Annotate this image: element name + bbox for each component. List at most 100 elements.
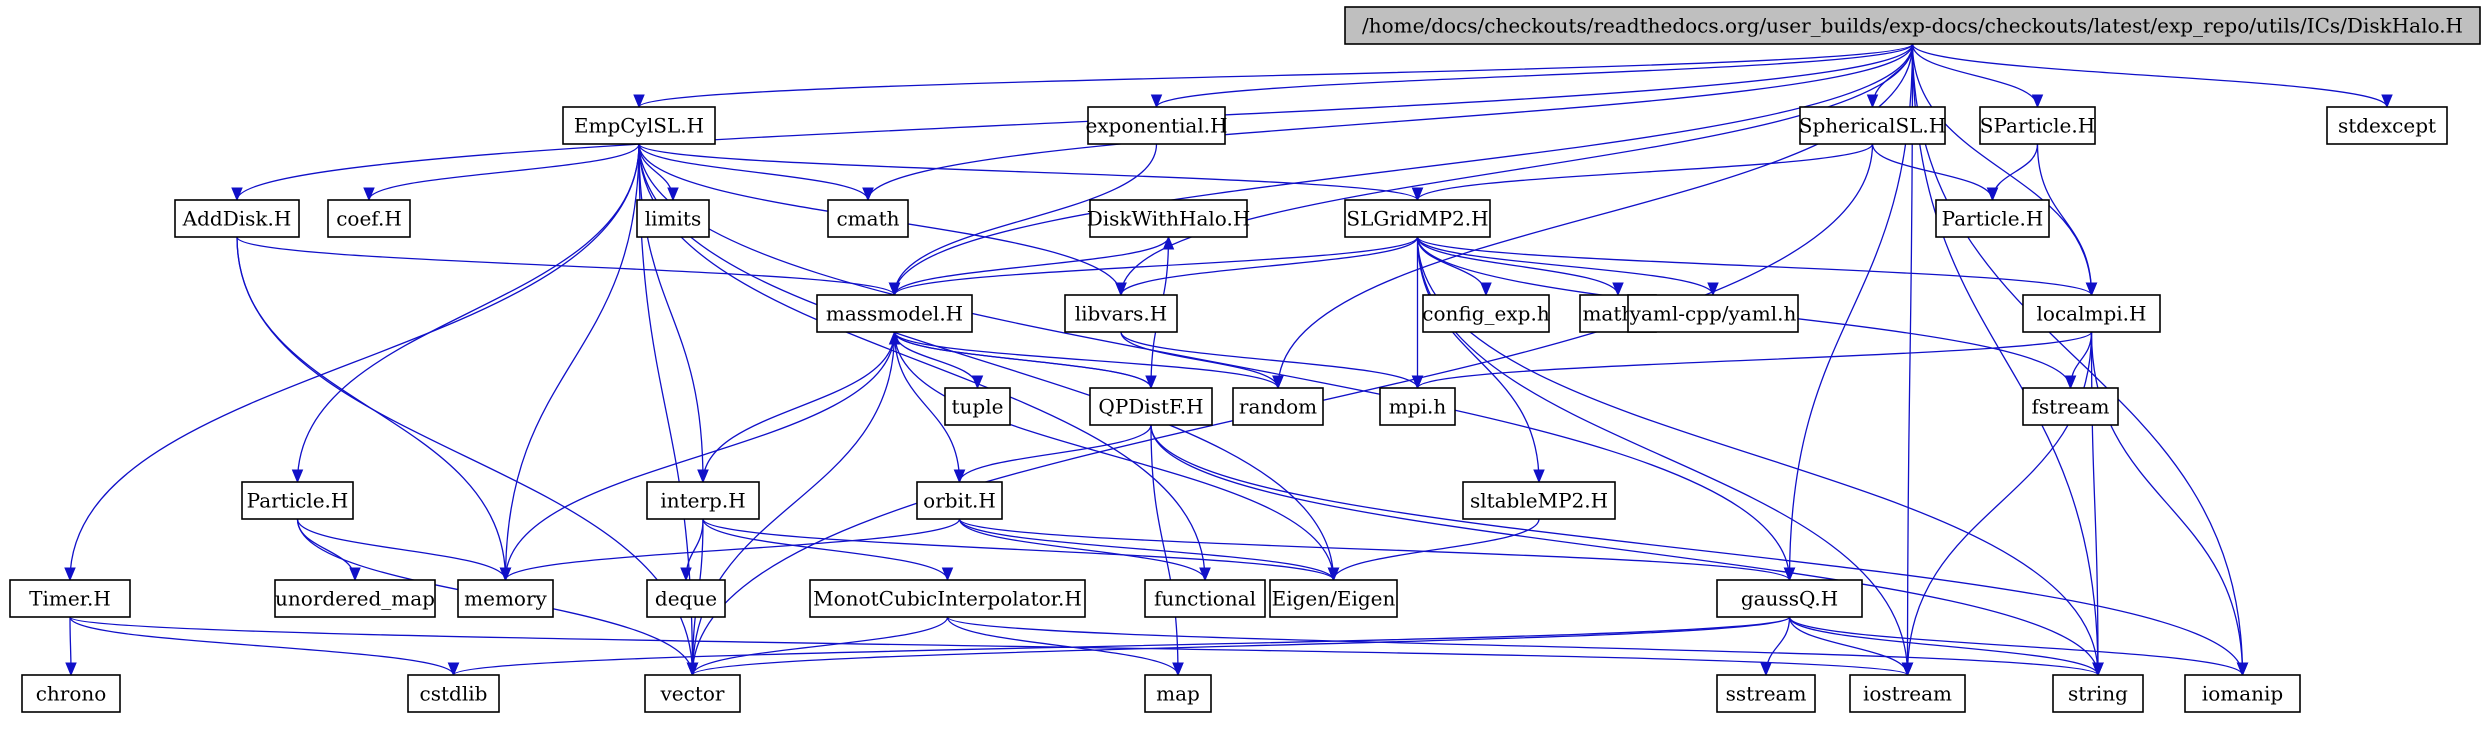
node-label: exponential.H — [1085, 114, 1227, 138]
node-root: /home/docs/checkouts/readthedocs.org/use… — [1344, 6, 2481, 45]
node-box — [327, 199, 411, 238]
edge-interp-to-deque — [680, 518, 704, 582]
node-label: Eigen/Eigen — [1272, 587, 1396, 611]
node-timer[interactable]: Timer.H — [9, 579, 131, 618]
node-label: tuple — [952, 395, 1004, 419]
node-map[interactable]: map — [1144, 674, 1212, 713]
edge-root-to-sparticle — [1911, 43, 2044, 109]
node-localmpi[interactable]: localmpi.H — [2022, 294, 2161, 333]
node-string[interactable]: string — [2052, 674, 2144, 713]
node-label: mpi.h — [1389, 395, 1447, 419]
edges-layer — [64, 43, 2393, 677]
edge-gaussq-to-vector — [686, 616, 1791, 677]
node-memory[interactable]: memory — [457, 579, 554, 618]
node-iostream[interactable]: iostream — [1849, 674, 1966, 713]
node-box — [1344, 199, 1491, 238]
node-mpi[interactable]: mpi.h — [1379, 387, 1456, 426]
node-yaml[interactable]: yaml-cpp/yaml.h — [1627, 294, 1799, 333]
node-box — [916, 481, 1003, 520]
node-label: random — [1239, 395, 1317, 419]
node-deque[interactable]: deque — [646, 579, 726, 618]
node-box — [827, 199, 909, 238]
node-label: fstream — [2032, 395, 2110, 419]
node-orbit[interactable]: orbit.H — [916, 481, 1003, 520]
edge-timer-to-chrono — [65, 616, 77, 677]
node-tuple[interactable]: tuple — [944, 387, 1011, 426]
node-label: vector — [660, 682, 725, 706]
node-label: iomanip — [2202, 682, 2283, 706]
node-stdexcept[interactable]: stdexcept — [2326, 106, 2448, 145]
edge-root-to-stdexcept — [1911, 43, 2393, 109]
edge-sphericalsl-to-slgridmp2 — [1411, 143, 1874, 202]
node-label: EmpCylSL.H — [574, 114, 704, 138]
edge-root-to-sphericalsl — [1866, 43, 1914, 109]
node-label: DiskWithHalo.H — [1087, 207, 1251, 231]
node-box — [1087, 106, 1226, 145]
node-label: orbit.H — [923, 489, 996, 513]
node-box — [1344, 6, 2481, 45]
edge-qpdistf-to-string — [1150, 424, 2104, 677]
node-label: cmath — [836, 207, 899, 231]
node-sparticle[interactable]: SParticle.H — [1979, 106, 2096, 145]
node-label: string — [2068, 682, 2128, 706]
node-box — [1979, 106, 2096, 145]
edge-root-to-adddisk — [231, 43, 1914, 202]
edge-massmodel-to-interp — [697, 331, 896, 484]
node-sltablemp2[interactable]: sltableMP2.H — [1462, 481, 1616, 520]
node-diskwithhalo[interactable]: DiskWithHalo.H — [1087, 199, 1251, 238]
edge-qpdistf-to-massmodel — [888, 330, 1152, 389]
node-empcylsl[interactable]: EmpCylSL.H — [562, 106, 716, 145]
node-box — [562, 106, 716, 145]
node-gaussq[interactable]: gaussQ.H — [1716, 579, 1863, 618]
node-particle[interactable]: Particle.H — [241, 481, 354, 520]
node-random[interactable]: random — [1232, 387, 1324, 426]
node-adddisk[interactable]: AddDisk.H — [174, 199, 300, 238]
node-interp[interactable]: interp.H — [646, 481, 760, 520]
node-box — [2022, 387, 2119, 426]
node-functional[interactable]: functional — [1144, 579, 1266, 618]
node-label: /home/docs/checkouts/readthedocs.org/use… — [1362, 14, 2463, 38]
node-qpdistf[interactable]: QPDistF.H — [1089, 387, 1213, 426]
node-iomanip[interactable]: iomanip — [2184, 674, 2301, 713]
node-box — [644, 674, 741, 713]
edge-gaussq-to-string — [1788, 616, 2104, 677]
node-box — [1089, 199, 1248, 238]
edge-slgridmp2-to-massmodel — [888, 236, 1419, 297]
node-massmodel[interactable]: massmodel.H — [816, 294, 973, 333]
node-chrono[interactable]: chrono — [21, 674, 121, 713]
node-box — [2326, 106, 2448, 145]
edge-slgridmp2-to-yaml — [1416, 236, 1719, 297]
node-fstream[interactable]: fstream — [2022, 387, 2119, 426]
node-vector[interactable]: vector — [644, 674, 741, 713]
node-eigen[interactable]: Eigen/Eigen — [1269, 579, 1398, 618]
edge-massmodel-to-random — [893, 331, 1284, 390]
edge-root-to-localmpi — [1911, 43, 2098, 297]
node-coef[interactable]: coef.H — [327, 199, 411, 238]
node-monotonic[interactable]: MonotCubicInterpolator.H — [809, 579, 1086, 618]
edge-empcylsl-to-cmath — [638, 143, 874, 202]
node-box — [457, 579, 554, 618]
node-libvars[interactable]: libvars.H — [1064, 294, 1178, 333]
node-box — [1379, 387, 1456, 426]
node-sstream[interactable]: sstream — [1716, 674, 1816, 713]
node-box — [1935, 199, 2050, 238]
node-box — [1799, 106, 1946, 145]
node-particle-h2[interactable]: Particle.H — [1935, 199, 2050, 238]
node-box — [816, 294, 973, 333]
edge-empcylsl-to-coef — [363, 143, 640, 202]
node-slgridmp2[interactable]: SLGridMP2.H — [1344, 199, 1491, 238]
node-sphericalsl[interactable]: SphericalSL.H — [1799, 106, 1946, 145]
node-cstdlib[interactable]: cstdlib — [407, 674, 500, 713]
node-exponential[interactable]: exponential.H — [1085, 106, 1228, 145]
node-unordered-map[interactable]: unordered_map — [274, 579, 436, 618]
node-label: coef.H — [336, 207, 402, 231]
edge-adddisk-to-memory — [236, 236, 512, 582]
edge-particle-to-memory — [296, 518, 512, 582]
edge-particle-to-unordered_map — [296, 518, 361, 582]
edge-orbit-to-memory — [499, 518, 961, 582]
node-label: limits — [645, 207, 701, 231]
node-cmath[interactable]: cmath — [827, 199, 909, 238]
node-box — [1269, 579, 1398, 618]
node-limits[interactable]: limits — [636, 199, 710, 238]
node-config-exp[interactable]: config_exp.h — [1422, 294, 1550, 333]
